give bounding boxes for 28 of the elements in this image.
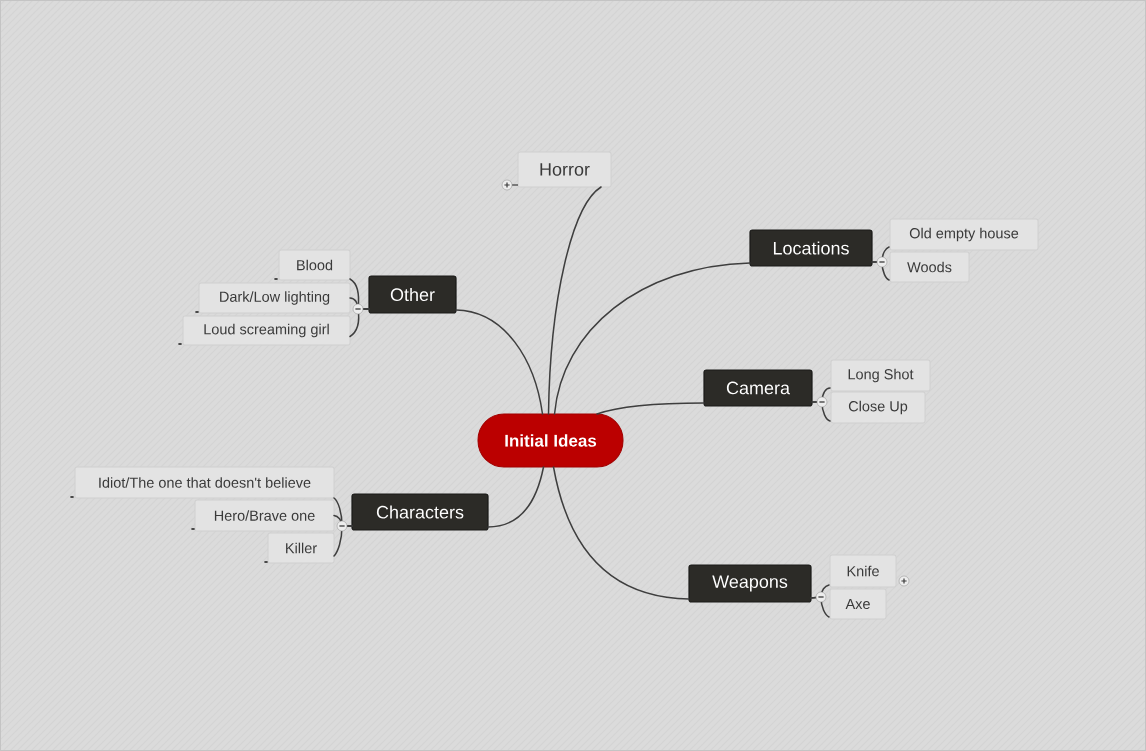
connector-line bbox=[552, 466, 690, 600]
connector-line bbox=[333, 525, 353, 557]
connector-line bbox=[596, 402, 705, 415]
branch-box: Characters bbox=[351, 493, 489, 531]
connector-line bbox=[810, 596, 830, 618]
connector-line bbox=[811, 401, 831, 422]
branch-box: Weapons bbox=[688, 564, 812, 603]
subtopic-box: Blood bbox=[278, 249, 351, 281]
subtopic-box: Knife bbox=[829, 554, 897, 588]
subtopic-box: Woods bbox=[889, 251, 970, 283]
subtopic-box: Loud screaming girl bbox=[182, 315, 351, 346]
connector-line bbox=[455, 309, 544, 415]
subtopic-box: Dark/Low lighting bbox=[198, 282, 351, 314]
subtopic-box: Long Shot bbox=[830, 359, 931, 392]
subtopic-box: Killer bbox=[267, 532, 335, 564]
central-node: Initial Ideas bbox=[477, 413, 624, 468]
branch-box: Other bbox=[368, 275, 457, 314]
subtopic-box: Close Up bbox=[830, 391, 926, 424]
topic-box: Horror bbox=[517, 151, 612, 188]
connector-line bbox=[547, 186, 602, 415]
branch-box: Locations bbox=[749, 229, 873, 267]
subtopic-box: Old empty house bbox=[889, 218, 1039, 251]
subtopic-box: Hero/Brave one bbox=[194, 499, 335, 532]
connector-line bbox=[487, 466, 545, 528]
connector-line bbox=[553, 262, 751, 415]
branch-box: Camera bbox=[703, 369, 813, 407]
subtopic-box: Idiot/The one that doesn't believe bbox=[74, 466, 335, 499]
subtopic-box: Axe bbox=[829, 588, 887, 620]
